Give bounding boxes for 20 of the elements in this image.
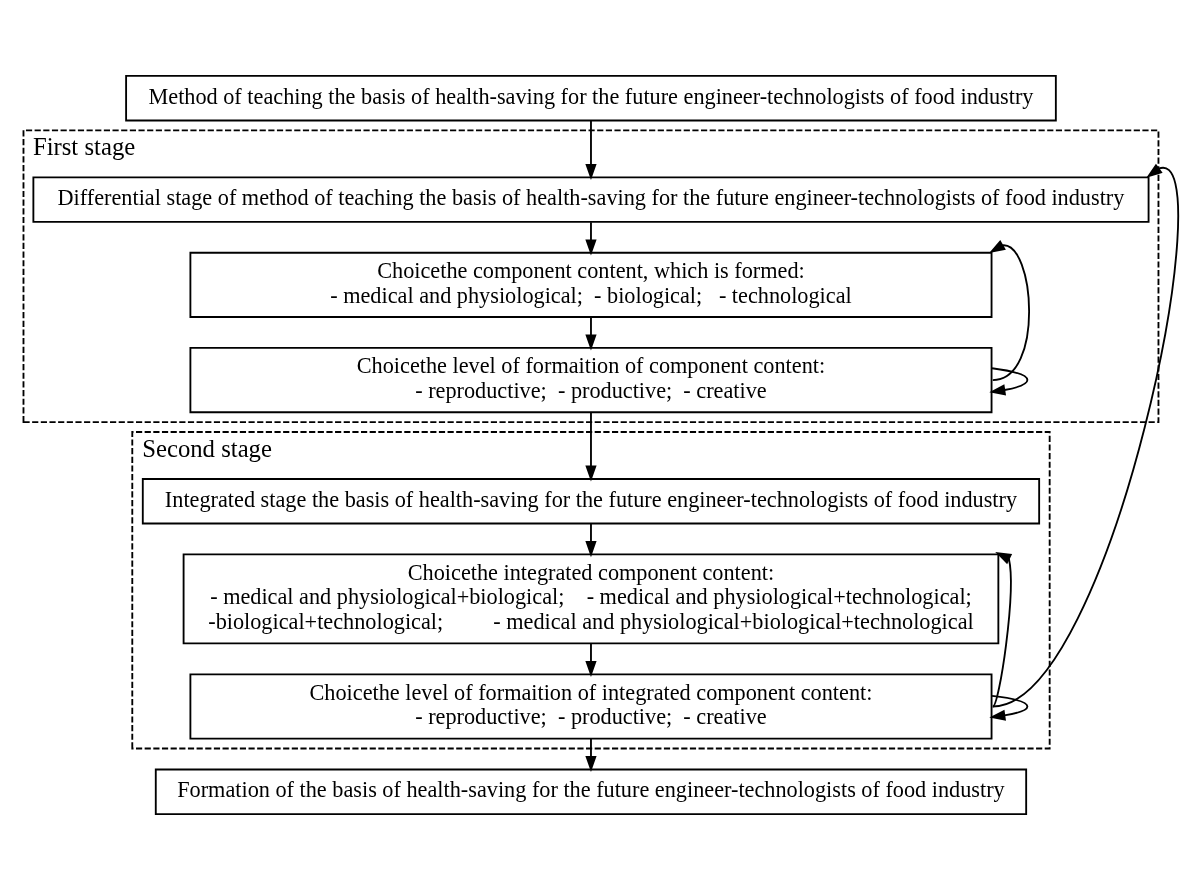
arrow [585,119,597,180]
node-box: Choicethe integrated component content: - medical and physiological+biological; - medical and physiological+technological; -biological+technological; - medical and physiological+biological+technological [182,553,1000,644]
arrow [585,522,597,557]
node-box: Choicethe level of formaition of integrated component content: - reproductive; - productive; - creative [189,672,993,740]
node-box: Integrated stage the basis of health-saving for the future engineer-technologists of food industry [141,477,1041,524]
arrow [991,551,1013,707]
arrow [585,411,597,482]
arrow [989,366,1029,395]
arrow [989,694,1029,721]
node-box: Choicethe component content, which is formed: - medical and physiological; - biological; - technological [189,251,993,318]
arrow [989,239,1031,381]
node-box: Choicethe level of formaition of component content: - reproductive; - productive; - creative [189,346,993,413]
node-box: Method of teaching the basis of health-saving for the future engineer-technologists of food industry [125,74,1057,121]
node-box: Differential stage of method of teaching the basis of health-saving for the future engineer-technologists of food industry [32,175,1150,223]
arrow [991,163,1179,707]
arrow [585,737,597,772]
arrow [585,642,597,677]
arrow [585,316,597,351]
node-box: Formation of the basis of health-saving for the future engineer-technologists of food industry [154,768,1028,815]
arrow [585,220,597,255]
